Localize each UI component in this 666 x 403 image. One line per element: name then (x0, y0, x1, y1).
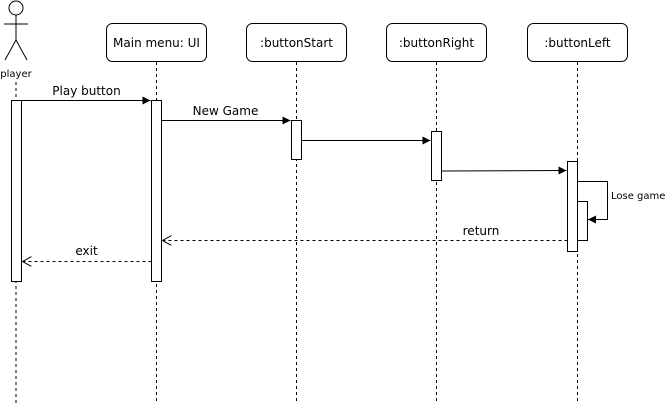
message-right-to-left[interactable] (441, 166, 567, 175)
activation-player (11, 100, 22, 282)
message-exit[interactable]: exit (23, 244, 152, 262)
lifeline-head-mainmenu[interactable]: Main menu: UI (106, 23, 207, 62)
stick-figure-icon (4, 0, 28, 61)
message-label-return: return (463, 224, 500, 238)
message-label-exit: exit (75, 244, 98, 258)
lifeline-head-buttonright[interactable]: :buttonRight (386, 23, 487, 62)
activation-mainmenu (151, 100, 162, 282)
lifeline-head-buttonleft[interactable]: :buttonLeft (527, 23, 628, 62)
message-new-game[interactable]: New Game (161, 104, 291, 125)
message-label-play-button: Play button (52, 84, 120, 98)
actor-player[interactable]: player (0, 0, 33, 80)
lifeline-label-buttonright: :buttonRight (399, 36, 475, 50)
lifeline-label-buttonleft: :buttonLeft (544, 36, 610, 50)
activation-buttonright (431, 131, 442, 181)
lifeline-label-mainmenu: Main menu: UI (113, 36, 200, 50)
lifeline-label-buttonstart: :buttonStart (260, 36, 333, 50)
activation-buttonleft-self (577, 201, 588, 241)
message-return[interactable]: return (163, 224, 568, 241)
message-label-new-game: New Game (193, 104, 259, 118)
lifeline-head-buttonstart[interactable]: :buttonStart (246, 23, 347, 62)
actor-label: player (0, 69, 32, 80)
activation-buttonleft (567, 161, 578, 252)
message-label-lose-game: Lose game (611, 191, 665, 202)
activation-buttonstart (291, 120, 302, 160)
message-lose-game[interactable]: Lose game (577, 181, 666, 224)
message-play-button[interactable]: Play button (21, 84, 151, 105)
